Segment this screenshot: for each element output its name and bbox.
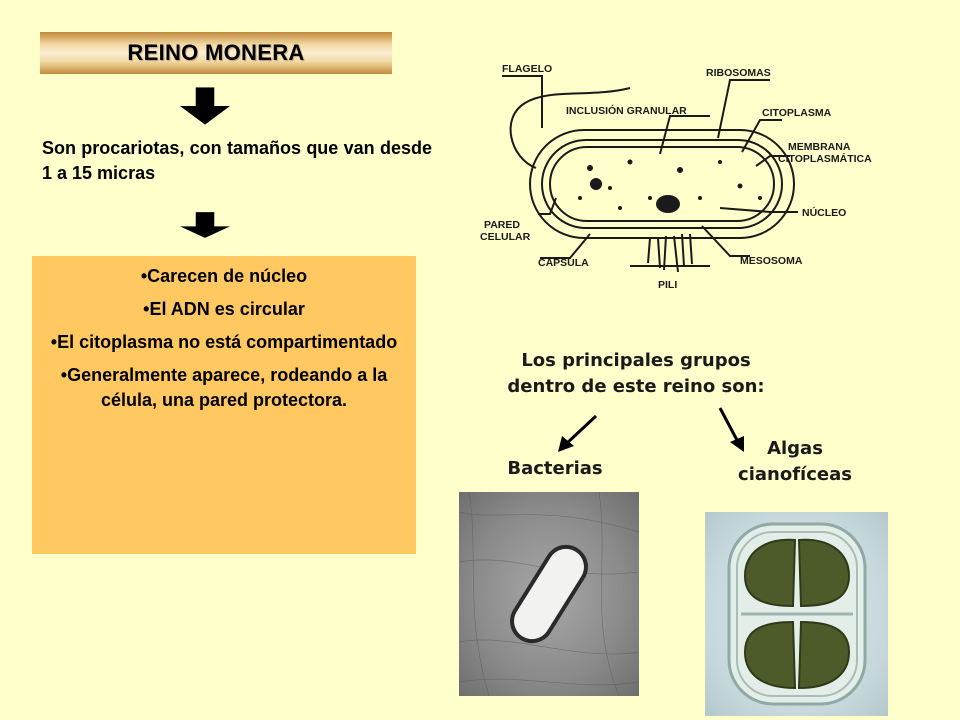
- cyanobacteria-photo: [705, 512, 888, 716]
- bacteria-photo: [459, 492, 639, 696]
- title-banner: REINO MONERA: [40, 32, 392, 74]
- label-inclusion: INCLUSIÓN GRANULAR: [566, 104, 687, 117]
- groups-heading-line2: dentro de este reino son:: [507, 376, 765, 397]
- group-algas: Algas cianofíceas: [720, 436, 870, 488]
- label-pared-2: CELULAR: [480, 231, 531, 243]
- label-capsula: CÁPSULA: [538, 256, 589, 269]
- label-nucleo: NÚCLEO: [802, 206, 846, 219]
- feature-item: •El citoplasma no está compartimentado: [50, 332, 398, 352]
- arrow-left-down-icon: [558, 414, 598, 452]
- feature-item: •El ADN es circular: [143, 299, 305, 319]
- arrow-down-icon: [180, 87, 230, 125]
- groups-heading: Los principales grupos dentro de este re…: [466, 348, 806, 400]
- label-pared: PARED: [484, 219, 520, 231]
- arrow-down-icon-2: [180, 212, 230, 238]
- label-ribosomas: RIBOSOMAS: [706, 67, 771, 79]
- label-citoplasma: CITOPLASMA: [762, 107, 832, 119]
- features-box: •Carecen de núcleo •El ADN es circular •…: [32, 256, 416, 554]
- arrow-right-down-icon: [718, 407, 744, 452]
- label-flagelo: FLAGELO: [502, 63, 552, 75]
- group-algas-line1: Algas: [767, 438, 823, 459]
- group-algas-line2: cianofíceas: [738, 464, 852, 485]
- groups-heading-line1: Los principales grupos: [521, 350, 751, 371]
- feature-item: •Carecen de núcleo: [140, 266, 308, 286]
- feature-item: •Generalmente aparece, rodeando a la cél…: [60, 365, 388, 410]
- intro-text: Son procariotas, con tamaños que van des…: [42, 138, 432, 183]
- label-mesosoma: MESOSOMA: [740, 255, 803, 267]
- label-membrana-2: CITOPLASMÁTICA: [778, 152, 872, 165]
- page-title: REINO MONERA: [127, 40, 305, 65]
- prokaryote-diagram: FLAGELO RIBOSOMAS INCLUSIÓN GRANULAR CIT…: [480, 63, 872, 291]
- label-membrana: MEMBRANA: [788, 141, 851, 153]
- group-bacterias: Bacterias: [507, 458, 603, 479]
- label-pili: PILI: [658, 279, 677, 291]
